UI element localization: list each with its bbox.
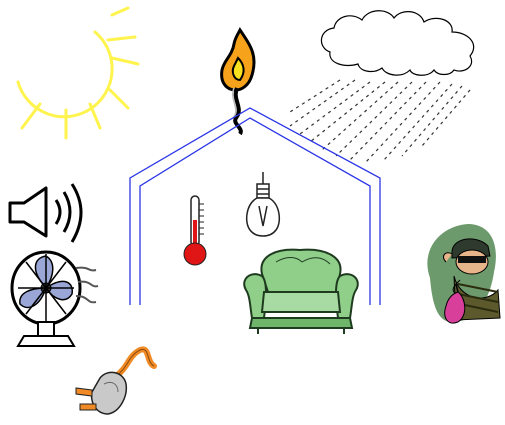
light-bulb-icon — [247, 172, 280, 236]
plug-icon — [76, 349, 154, 414]
fan-icon — [12, 252, 98, 346]
thermometer-icon — [184, 196, 206, 265]
rain-cloud-icon — [290, 11, 474, 162]
speaker-icon — [10, 184, 81, 242]
burglar-icon — [427, 224, 500, 323]
armchair-icon — [244, 250, 358, 334]
sun-icon — [18, 8, 138, 138]
